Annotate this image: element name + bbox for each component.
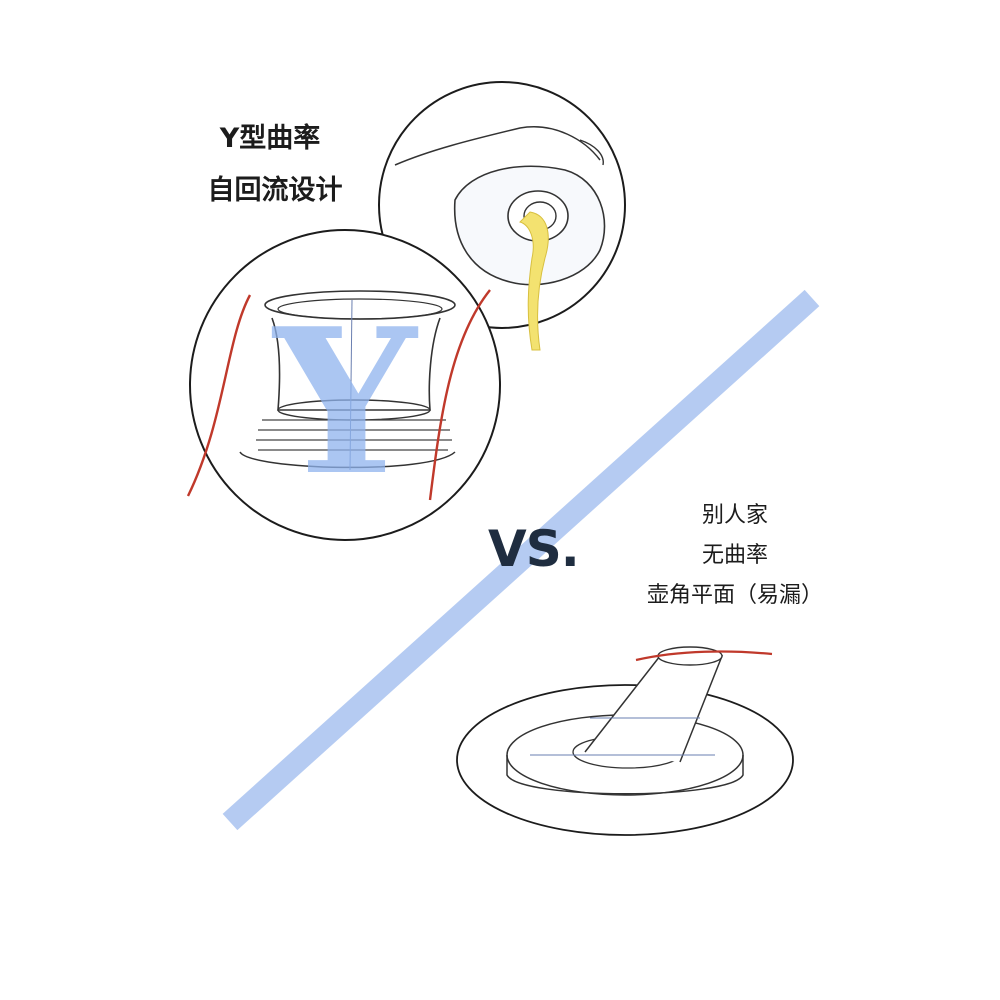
- vs-label: VS.: [488, 520, 580, 578]
- no-curvature-label: 无曲率: [701, 543, 768, 568]
- y-curvature-circle: Y: [186, 229, 501, 541]
- y-letter-glyph: Y: [272, 285, 419, 520]
- flat-spout-leak-label: 壶角平面（易漏）: [646, 583, 823, 608]
- backflow-design-caption: 自回流设计: [207, 175, 343, 206]
- y-curvature-title: Y型曲率: [219, 123, 321, 154]
- diagonal-divider-stripe: [222, 289, 820, 831]
- oil-stream: [519, 211, 549, 351]
- flat-spout-drawing: [456, 646, 794, 836]
- competitor-label: 别人家: [701, 503, 768, 528]
